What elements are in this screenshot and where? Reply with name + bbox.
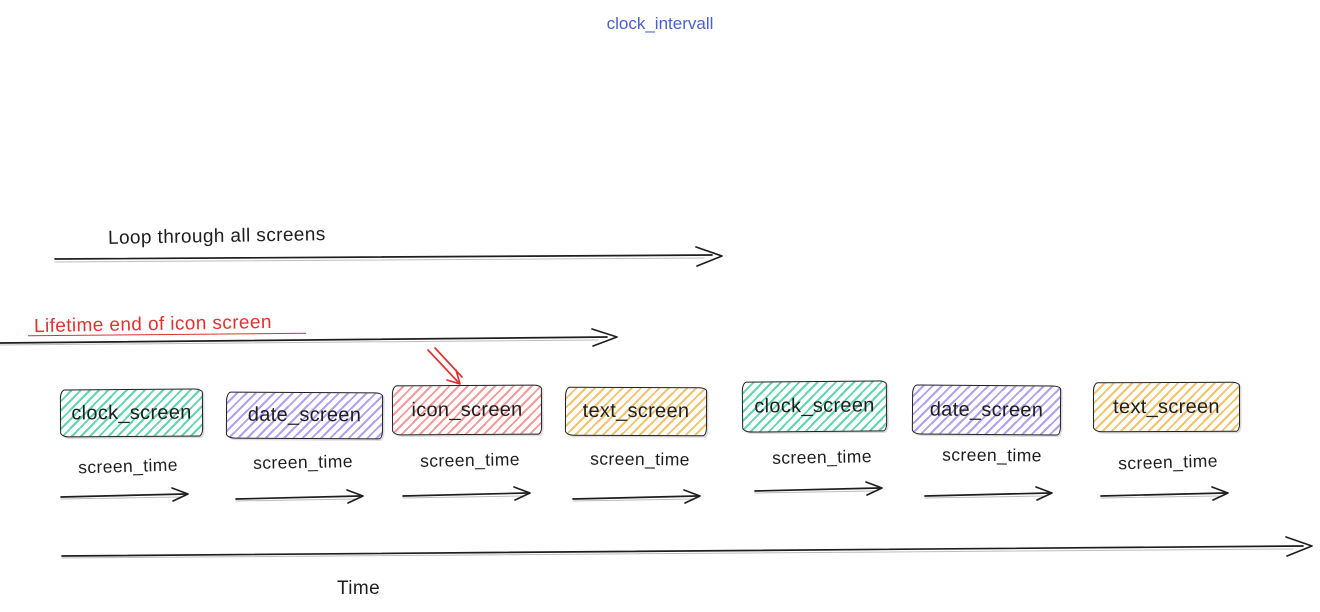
screen-box-label: icon_screen	[411, 398, 523, 421]
screen-box-label: clock_screen	[754, 394, 875, 418]
screen-time-arrow	[402, 486, 531, 501]
screen-time-arrow	[235, 489, 364, 504]
screen-box-date-1: date_screen	[225, 391, 384, 440]
screen-box-label: date_screen	[247, 403, 362, 427]
screen-time-arrow	[60, 487, 189, 502]
screen-box-label: text_screen	[1113, 395, 1220, 418]
screen-box-date-2: date_screen	[911, 384, 1062, 436]
time-axis-arrow	[61, 536, 1313, 559]
red-pointer-arrow	[427, 347, 463, 385]
lifetime-arrow	[0, 328, 618, 347]
loop-arrow	[54, 246, 723, 267]
screen-time-label: screen_time	[419, 449, 521, 471]
screen-time-arrow	[754, 481, 883, 496]
screen-box-text-1: text_screen	[564, 386, 708, 437]
screen-box-clock-1: clock_screen	[59, 388, 204, 438]
screen-time-label: screen_time	[942, 444, 1042, 466]
screen-time-label: screen_time	[77, 454, 179, 478]
screen-time-arrow	[1100, 486, 1229, 501]
screen-box-icon-1: icon_screen	[391, 384, 543, 436]
screen-box-text-2: text_screen	[1092, 381, 1241, 433]
screen-time-arrow	[572, 489, 701, 504]
screen-time-label: screen_time	[1117, 450, 1219, 474]
screen-time-label: screen_time	[252, 451, 354, 473]
screen-box-label: text_screen	[582, 399, 690, 423]
time-axis-label: Time	[337, 578, 381, 599]
screen-time-label: screen_time	[590, 448, 690, 470]
screen-box-clock-2: clock_screen	[741, 380, 888, 433]
screen-box-label: date_screen	[929, 398, 1044, 421]
screen-box-label: clock_screen	[71, 401, 192, 424]
page-title: clock_intervall	[606, 14, 714, 33]
screen-time-arrow	[924, 486, 1053, 501]
screen-time-label: screen_time	[771, 446, 873, 468]
